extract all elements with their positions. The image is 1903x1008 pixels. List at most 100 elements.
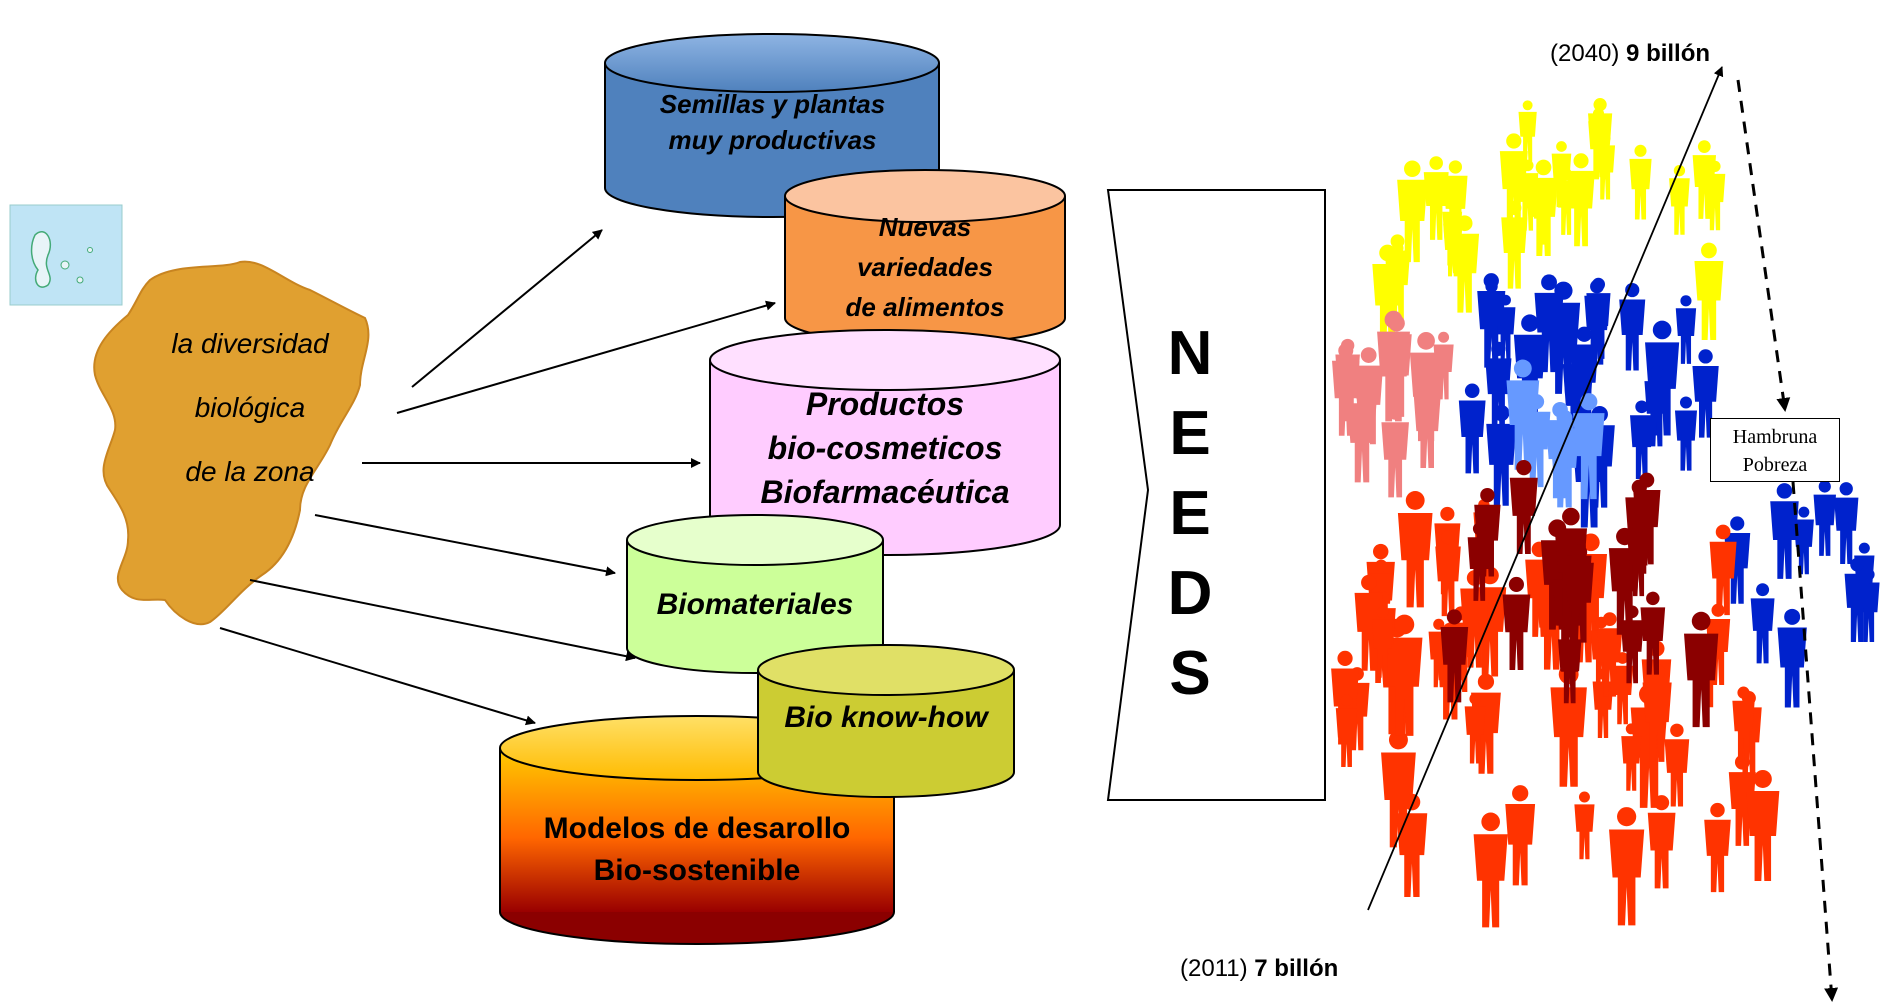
population-top-year: (2040) [1550, 40, 1620, 67]
needs-letter-d: D [1167, 559, 1213, 628]
arrow-to-biomateriales [314, 514, 616, 577]
nuevas-line-2: variedades [857, 252, 993, 282]
person-silhouette [1709, 524, 1737, 616]
person-silhouette [1629, 144, 1652, 220]
label-biomateriales: Biomateriales [630, 585, 880, 625]
person-silhouette [1433, 331, 1454, 400]
modelos-line-2: Bio-sostenible [593, 854, 801, 887]
person-silhouette [1619, 282, 1646, 371]
person-silhouette [1509, 460, 1538, 555]
label-nuevas: Nuevas variedades de alimentos [790, 207, 1060, 337]
population-bottom-value: 7 billón [1254, 955, 1339, 982]
needs-letter-e2: E [1169, 479, 1211, 548]
person-silhouette [1396, 793, 1428, 897]
person-silhouette [1746, 769, 1780, 882]
person-silhouette [1397, 160, 1428, 263]
person-silhouette [1386, 614, 1423, 736]
population-bottom-label: (2011) 7 billón [1180, 955, 1338, 983]
person-silhouette [1834, 482, 1859, 564]
person-silhouette [1502, 576, 1531, 671]
person-silhouette [1567, 153, 1595, 247]
person-silhouette [1640, 591, 1666, 675]
person-silhouette [1674, 396, 1698, 471]
knowhow-line-1: Bio know-how [784, 701, 988, 734]
person-silhouette [1777, 608, 1807, 708]
person-silhouette [1534, 274, 1564, 373]
person-silhouette [1669, 165, 1690, 235]
population-top-value: 9 billón [1626, 40, 1711, 67]
population-top-label: (2040) 9 billón [1550, 40, 1710, 68]
person-silhouette [1501, 200, 1528, 289]
region-line-2: biológica [194, 392, 306, 423]
region-line-3: de la zona [185, 456, 315, 487]
person-silhouette [1627, 520, 1650, 597]
person-silhouette [1684, 611, 1719, 728]
person-silhouette [1675, 295, 1697, 364]
person-silhouette [1704, 802, 1731, 893]
ecuador-map [93, 260, 370, 626]
person-silhouette [1620, 605, 1644, 684]
person-silhouette [1588, 108, 1609, 178]
label-semillas: Semillas y plantas muy productivas [610, 86, 935, 158]
person-silhouette [1574, 791, 1595, 860]
person-silhouette [1505, 785, 1536, 886]
productos-line-3: Biofarmacéutica [760, 474, 1010, 510]
cylinder-knowhow [757, 644, 1015, 798]
person-silhouette [1517, 159, 1539, 231]
people-crowd [1331, 98, 1880, 928]
person-silhouette [1813, 480, 1836, 556]
arrow-to-modelos [219, 627, 536, 726]
person-silhouette [1844, 557, 1870, 643]
nuevas-line-3: de alimentos [845, 292, 1005, 322]
person-silhouette [1664, 723, 1690, 807]
label-productos: Productos bio-cosmeticos Biofarmacéutica [712, 382, 1058, 514]
cylinder-productos [709, 329, 1061, 556]
person-silhouette [1458, 383, 1486, 474]
semillas-line-2: muy productivas [668, 125, 877, 155]
arrow-to-knowhow [249, 579, 636, 662]
decline-arrow-upper [1736, 79, 1791, 412]
galapagos-inset [9, 204, 123, 306]
person-silhouette [1450, 215, 1480, 313]
person-silhouette [1435, 530, 1461, 617]
region-line-1: la diversidad [171, 328, 329, 359]
person-silhouette [1440, 609, 1469, 703]
person-silhouette [1480, 280, 1503, 357]
arrow-to-semillas [411, 229, 603, 388]
person-silhouette [1621, 723, 1642, 791]
region-label: la diversidad biológica de la zona [120, 312, 380, 504]
person-silhouette [1545, 401, 1575, 499]
productos-line-2: bio-cosmeticos [767, 430, 1003, 466]
biomateriales-line-1: Biomateriales [656, 588, 854, 621]
cylinder-semillas [604, 33, 940, 218]
person-silhouette [1464, 693, 1486, 764]
person-silhouette [1692, 140, 1717, 219]
person-silhouette [1335, 694, 1358, 767]
productos-line-1: Productos [805, 386, 965, 422]
person-silhouette [1518, 100, 1537, 162]
hambruna-pobreza-box: Hambruna Pobreza [1710, 418, 1840, 482]
cylinder-biomateriales [626, 514, 884, 674]
semillas-line-1: Semillas y plantas [659, 89, 886, 119]
person-silhouette [1423, 156, 1449, 240]
person-silhouette [1750, 583, 1775, 664]
person-silhouette [1793, 506, 1814, 575]
person-silhouette [1354, 574, 1384, 671]
person-silhouette [1409, 332, 1443, 442]
person-silhouette [1644, 365, 1669, 447]
label-modelos: Modelos de desarollo Bio-sostenible [505, 808, 889, 892]
person-silhouette [1630, 400, 1654, 479]
population-growth-line [1367, 66, 1724, 911]
person-silhouette [1347, 384, 1377, 483]
person-silhouette [1732, 686, 1755, 762]
person-silhouette [1467, 522, 1491, 601]
person-silhouette [1397, 490, 1433, 608]
person-silhouette [1609, 807, 1645, 926]
person-silhouette [1473, 812, 1508, 928]
person-silhouette [1573, 393, 1605, 500]
needs-callout [1106, 189, 1326, 801]
person-silhouette [1564, 544, 1594, 643]
nuevas-line-1: Nuevas [878, 212, 972, 242]
arrow-to-nuevas [396, 300, 776, 414]
